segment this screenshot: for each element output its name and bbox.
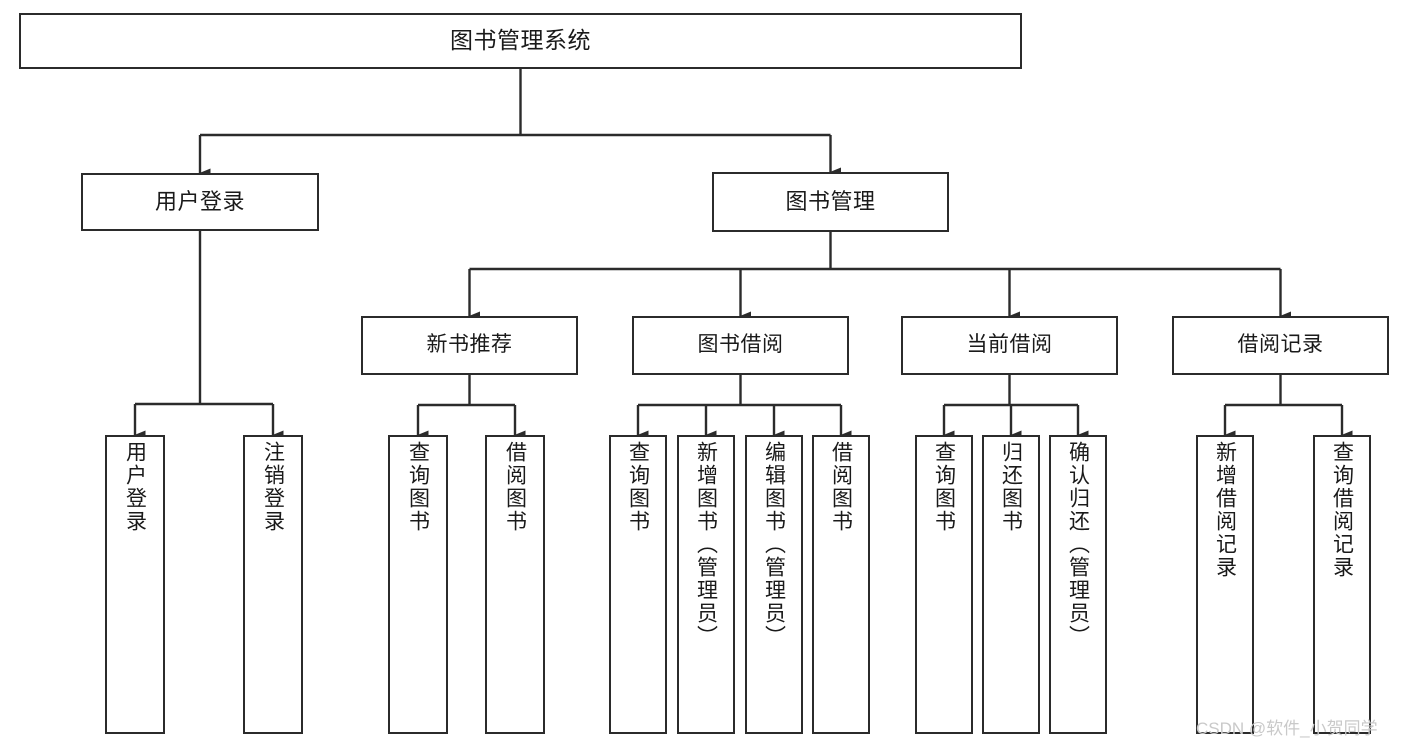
node-label-leaf-user-login: 用户登录 [123,441,147,533]
node-leaf-query-book-1[interactable]: 查询图书 [388,435,448,734]
node-label-leaf-user-logout: 注销登录 [261,441,285,533]
node-book-borrow[interactable]: 图书借阅 [632,316,849,375]
node-leaf-borrow-book-2[interactable]: 借阅图书 [812,435,870,734]
node-label-root: 图书管理系统 [450,27,591,54]
node-label-leaf-return-book: 归还图书 [999,441,1023,533]
node-leaf-return-book[interactable]: 归还图书 [982,435,1040,734]
node-borrow-record[interactable]: 借阅记录 [1172,316,1389,375]
node-label-leaf-add-book: 新增图书（管理员） [694,441,718,648]
connector-paths [133,69,1353,440]
node-label-leaf-add-record: 新增借阅记录 [1213,441,1237,579]
node-leaf-add-book[interactable]: 新增图书（管理员） [677,435,735,734]
node-book-manage[interactable]: 图书管理 [712,172,949,232]
node-new-book-rec[interactable]: 新书推荐 [361,316,578,375]
node-leaf-confirm-return[interactable]: 确认归还（管理员） [1049,435,1107,734]
node-label-leaf-confirm-return: 确认归还（管理员） [1066,441,1090,648]
node-label-leaf-query-book-1: 查询图书 [406,441,430,533]
node-label-leaf-borrow-book-2: 借阅图书 [829,441,853,533]
node-label-leaf-query-book-3: 查询图书 [932,441,956,533]
node-leaf-user-login[interactable]: 用户登录 [105,435,165,734]
node-label-user-login: 用户登录 [154,189,245,215]
node-leaf-query-record[interactable]: 查询借阅记录 [1313,435,1371,734]
node-label-leaf-query-record: 查询借阅记录 [1330,441,1354,579]
node-user-login[interactable]: 用户登录 [81,173,319,231]
node-root[interactable]: 图书管理系统 [19,13,1022,69]
node-label-current-borrow: 当前借阅 [966,333,1053,357]
node-label-leaf-edit-book: 编辑图书（管理员） [762,441,786,648]
node-leaf-edit-book[interactable]: 编辑图书（管理员） [745,435,803,734]
node-label-leaf-query-book-2: 查询图书 [626,441,650,533]
node-label-new-book-rec: 新书推荐 [426,333,513,357]
node-leaf-borrow-book-1[interactable]: 借阅图书 [485,435,545,734]
node-current-borrow[interactable]: 当前借阅 [901,316,1118,375]
node-leaf-add-record[interactable]: 新增借阅记录 [1196,435,1254,734]
node-label-book-borrow: 图书借阅 [697,333,784,357]
node-label-borrow-record: 借阅记录 [1237,333,1324,357]
node-label-leaf-borrow-book-1: 借阅图书 [503,441,527,533]
node-leaf-query-book-2[interactable]: 查询图书 [609,435,667,734]
node-leaf-user-logout[interactable]: 注销登录 [243,435,303,734]
node-leaf-query-book-3[interactable]: 查询图书 [915,435,973,734]
node-label-book-manage: 图书管理 [785,189,876,215]
